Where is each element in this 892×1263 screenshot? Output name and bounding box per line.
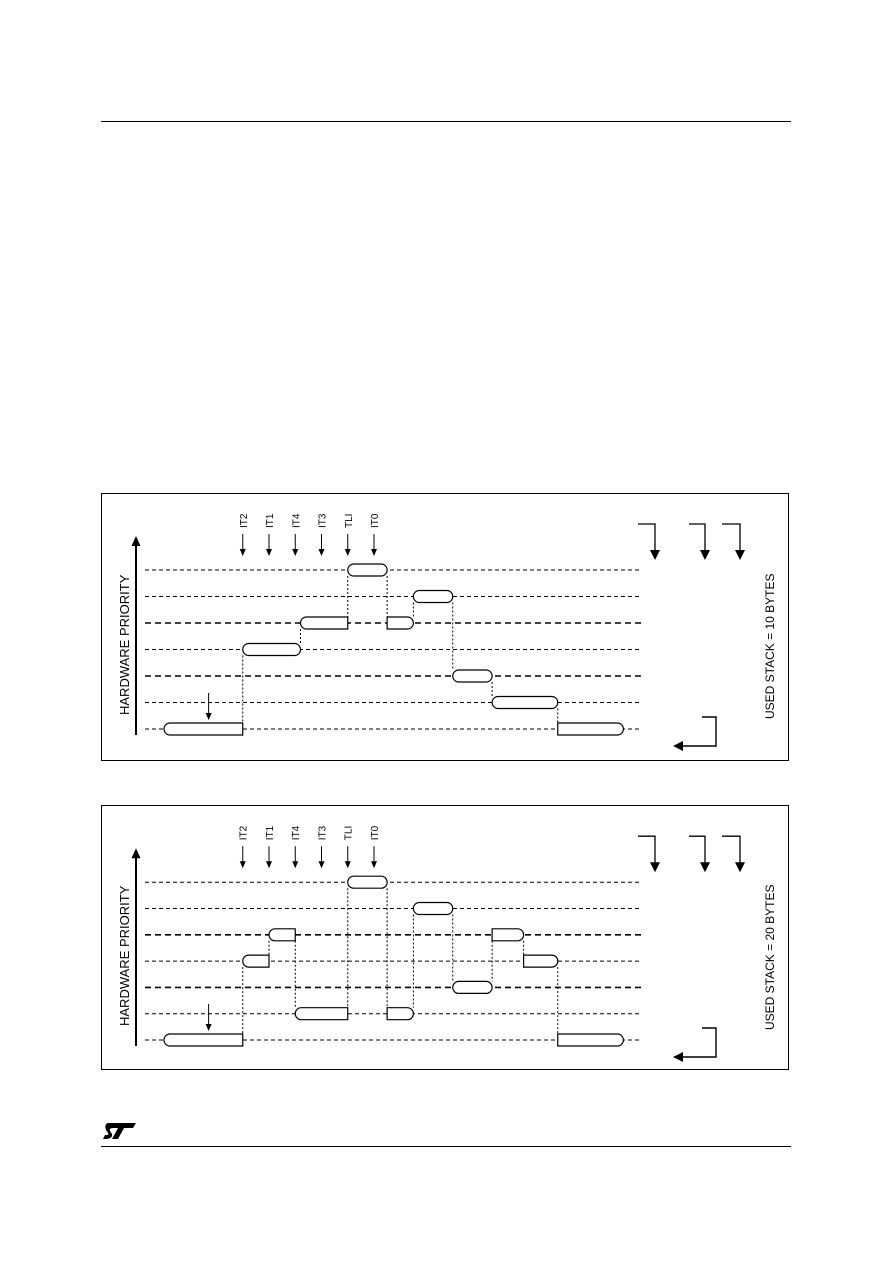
execution-segment xyxy=(268,928,296,942)
interrupt-arrow-icon xyxy=(292,549,299,556)
return-arrow-icon xyxy=(673,1052,683,1062)
interrupt-label-it4: IT4 xyxy=(291,825,302,840)
return-arrow-line xyxy=(682,1027,717,1058)
stack-usage-label: USED STACK = 10 BYTES xyxy=(763,574,777,720)
return-arrow-icon xyxy=(673,741,683,751)
execution-segment xyxy=(412,901,454,916)
stack-usage-label: USED STACK = 20 BYTES xyxy=(763,885,777,1031)
interrupt-arrow-icon xyxy=(318,861,325,869)
execution-segment xyxy=(491,928,525,942)
interrupt-label-it1: IT1 xyxy=(265,513,276,528)
interrupt-arrow-icon xyxy=(344,549,351,556)
execution-segment xyxy=(386,1007,414,1021)
execution-segment xyxy=(242,954,270,968)
stack-push-arrow-icon xyxy=(700,550,710,560)
interrupt-label-it2: IT2 xyxy=(239,513,250,528)
execution-segment xyxy=(491,695,559,710)
execution-segment xyxy=(452,980,493,994)
interrupt-arrow-icon xyxy=(371,861,377,869)
stack-push-arrow-line xyxy=(638,835,656,865)
interrupt-label-it0: IT0 xyxy=(370,513,381,528)
axis-arrowhead-icon xyxy=(131,536,141,546)
return-arrow-line xyxy=(682,716,717,747)
interrupt-arrow-icon xyxy=(266,861,272,869)
interrupt-arrow-icon xyxy=(318,549,325,556)
execution-segment xyxy=(294,1007,349,1021)
footer-rule xyxy=(101,1146,791,1147)
stack-push-arrow-line xyxy=(638,523,656,552)
interrupt-arrow-icon xyxy=(344,861,351,869)
priority-diagram-20-bytes: HARDWARE PRIORITY IT2 IT1 IT4 IT3 TLI IT0USED … xyxy=(117,825,777,1062)
interrupt-label-it0: IT0 xyxy=(370,825,381,840)
interrupt-label-it4: IT4 xyxy=(291,513,302,528)
stack-push-arrow-line xyxy=(689,523,706,552)
interrupt-arrow-icon xyxy=(266,549,272,556)
interrupt-arrow-icon xyxy=(371,549,377,556)
interrupt-label-tli: TLI xyxy=(344,514,355,528)
interrupt-label-it3: IT3 xyxy=(318,825,329,840)
stack-push-arrow-line xyxy=(689,835,706,865)
interrupt-label-it1: IT1 xyxy=(265,825,276,840)
header-rule xyxy=(101,121,791,122)
interrupt-label-it3: IT3 xyxy=(318,513,329,528)
main-start-arrow-icon xyxy=(205,1024,212,1031)
execution-segment xyxy=(347,563,388,577)
execution-segment xyxy=(386,616,414,630)
execution-segment xyxy=(557,1033,624,1047)
execution-segment xyxy=(299,616,349,630)
execution-segment xyxy=(412,589,454,604)
execution-segment xyxy=(347,875,388,889)
execution-segment xyxy=(523,954,559,968)
main-start-arrow-icon xyxy=(205,713,212,720)
priority-diagram-10-bytes: HARDWARE PRIORITY IT2 IT1 IT4 IT3 TLI IT0USED … xyxy=(117,513,777,751)
stack-push-arrow-icon xyxy=(650,550,660,560)
execution-segment xyxy=(452,669,493,683)
st-logo-icon xyxy=(103,1123,136,1139)
stack-push-arrow-line xyxy=(722,523,741,552)
execution-segment xyxy=(163,722,244,736)
execution-segment xyxy=(163,1033,244,1047)
axis-label: HARDWARE PRIORITY xyxy=(117,574,132,715)
stack-push-arrow-icon xyxy=(735,862,745,873)
stack-push-arrow-icon xyxy=(650,862,660,873)
interrupt-arrow-icon xyxy=(239,861,246,869)
stack-push-arrow-icon xyxy=(700,862,710,873)
axis-arrowhead-icon xyxy=(131,848,141,859)
interrupt-label-tli: TLI xyxy=(344,826,355,840)
axis-label: HARDWARE PRIORITY xyxy=(117,885,132,1026)
execution-segment xyxy=(242,642,302,657)
interrupt-label-it2: IT2 xyxy=(239,825,250,840)
interrupt-arrow-icon xyxy=(239,549,246,556)
stack-push-arrow-icon xyxy=(735,550,745,560)
stack-push-arrow-line xyxy=(722,835,741,865)
interrupt-arrow-icon xyxy=(292,861,299,869)
execution-segment xyxy=(557,722,624,736)
